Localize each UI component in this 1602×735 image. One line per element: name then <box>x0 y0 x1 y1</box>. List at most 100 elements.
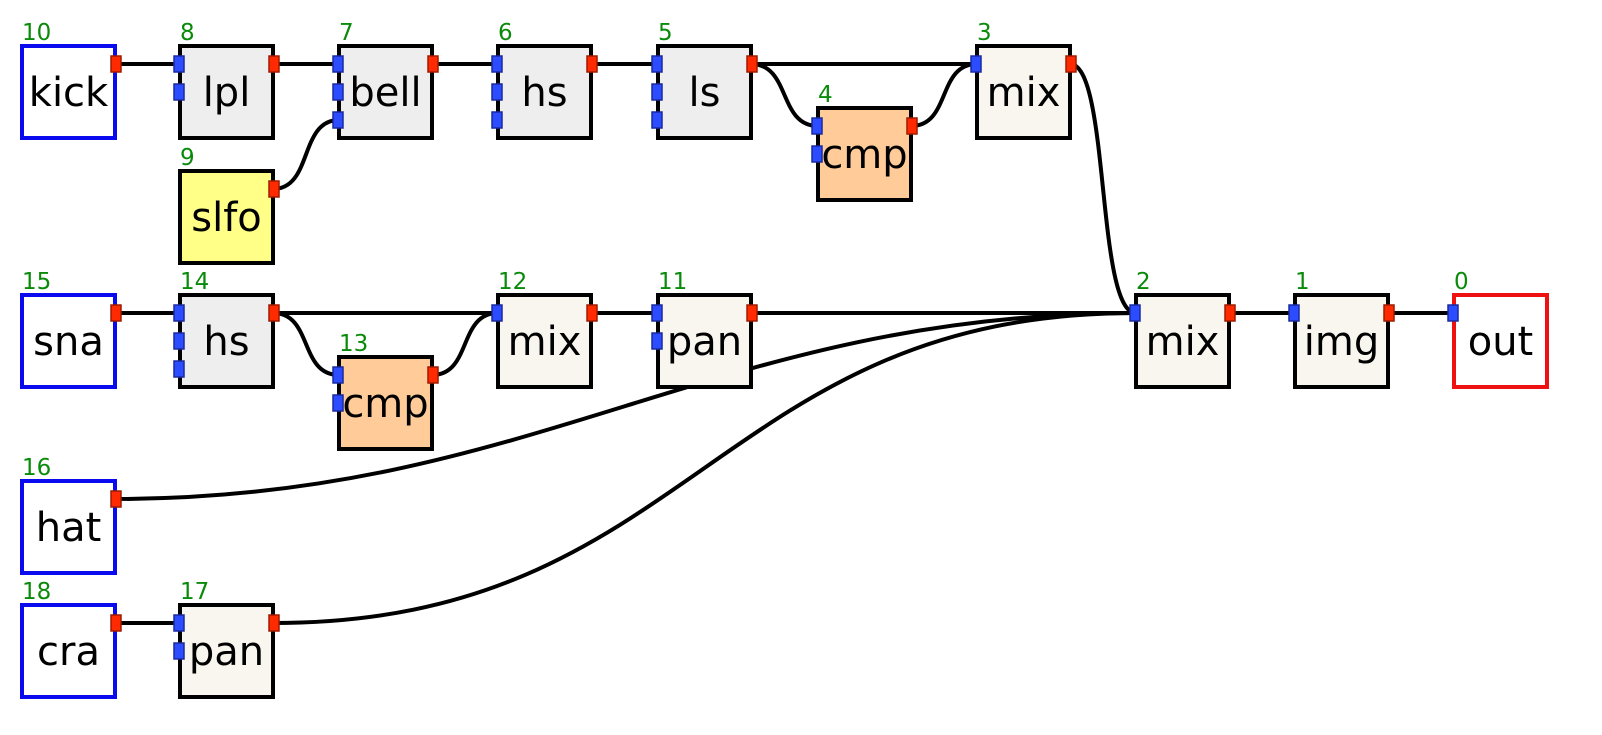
node-id-label: 8 <box>180 20 195 46</box>
output-port[interactable] <box>746 304 758 322</box>
input-port-0[interactable] <box>173 304 185 322</box>
node-box[interactable] <box>20 293 117 389</box>
node-name-label: hs <box>521 70 567 116</box>
node-id-label: 9 <box>180 145 195 171</box>
input-port-2[interactable] <box>332 111 344 129</box>
node-ls-5[interactable]: 5ls <box>651 20 758 140</box>
output-port[interactable] <box>1065 55 1077 73</box>
node-id-label: 1 <box>1295 269 1310 295</box>
input-port-1[interactable] <box>173 642 185 660</box>
output-port[interactable] <box>427 55 439 73</box>
output-port[interactable] <box>268 180 280 198</box>
output-port[interactable] <box>586 304 598 322</box>
input-port-0[interactable] <box>970 55 982 73</box>
node-id-label: 13 <box>339 331 368 357</box>
node-name-label: mix <box>987 70 1061 116</box>
node-box[interactable] <box>816 106 913 202</box>
input-port-0[interactable] <box>173 614 185 632</box>
output-port[interactable] <box>1383 304 1395 322</box>
node-name-label: pan <box>189 629 264 675</box>
node-box[interactable] <box>20 603 117 699</box>
input-port-1[interactable] <box>332 83 344 101</box>
output-port[interactable] <box>110 304 122 322</box>
node-name-label: img <box>1304 319 1379 365</box>
node-lpl-8[interactable]: 8 lpl <box>173 20 280 140</box>
output-port[interactable] <box>1224 304 1236 322</box>
input-port-0[interactable] <box>1129 304 1141 322</box>
wire-n14-to-n13 <box>272 311 340 377</box>
output-port[interactable] <box>110 55 122 73</box>
node-box[interactable] <box>975 44 1072 140</box>
node-box[interactable] <box>1452 293 1549 389</box>
node-id-label: 3 <box>977 20 992 46</box>
input-port-1[interactable] <box>332 394 344 412</box>
input-port-0[interactable] <box>491 55 503 73</box>
node-box[interactable] <box>20 44 117 140</box>
input-port-0[interactable] <box>332 55 344 73</box>
input-port-1[interactable] <box>491 83 503 101</box>
output-port[interactable] <box>746 55 758 73</box>
output-port[interactable] <box>268 614 280 632</box>
output-port[interactable] <box>268 304 280 322</box>
node-name-label: hs <box>203 319 249 365</box>
node-id-label: 10 <box>22 20 51 46</box>
input-port-0[interactable] <box>491 304 503 322</box>
input-port-1[interactable] <box>811 145 823 163</box>
output-port[interactable] <box>110 490 122 508</box>
input-port-0[interactable] <box>332 366 344 384</box>
node-name-label: cmp <box>342 381 428 427</box>
node-box[interactable] <box>656 293 753 389</box>
input-port-2[interactable] <box>173 360 185 378</box>
input-port-1[interactable] <box>651 83 663 101</box>
wire-n13-to-n12 <box>431 311 499 377</box>
node-box[interactable] <box>178 44 275 140</box>
node-box[interactable] <box>496 44 593 140</box>
node-name-label: bell <box>349 70 421 116</box>
input-port-0[interactable] <box>651 304 663 322</box>
node-box[interactable] <box>1134 293 1231 389</box>
node-hs-6[interactable]: 6hs <box>491 20 598 140</box>
output-port[interactable] <box>268 55 280 73</box>
node-box[interactable] <box>178 169 275 265</box>
node-img-1[interactable]: 1 img <box>1288 269 1395 389</box>
input-port-0[interactable] <box>651 55 663 73</box>
output-port[interactable] <box>427 366 439 384</box>
wire-n5-to-n4 <box>750 62 819 128</box>
node-cmp-4[interactable]: 4 cmp <box>811 82 918 202</box>
input-port-1[interactable] <box>173 332 185 350</box>
input-port-0[interactable] <box>173 55 185 73</box>
node-name-label: cmp <box>821 132 907 178</box>
node-box[interactable] <box>20 479 117 575</box>
node-box[interactable] <box>337 355 434 451</box>
output-port[interactable] <box>906 117 918 135</box>
node-name-label: lpl <box>203 70 251 116</box>
input-port-2[interactable] <box>651 111 663 129</box>
input-port-0[interactable] <box>1288 304 1300 322</box>
node-mix-3[interactable]: 3 mix <box>970 20 1077 140</box>
input-port-0[interactable] <box>1447 304 1459 322</box>
node-name-label: ls <box>689 70 721 116</box>
input-port-1[interactable] <box>651 332 663 350</box>
node-id-label: 4 <box>818 82 833 108</box>
output-port[interactable] <box>110 614 122 632</box>
node-box[interactable] <box>1293 293 1390 389</box>
output-port[interactable] <box>586 55 598 73</box>
input-port-2[interactable] <box>491 111 503 129</box>
input-port-1[interactable] <box>173 83 185 101</box>
node-box[interactable] <box>496 293 593 389</box>
input-port-0[interactable] <box>811 117 823 135</box>
node-cmp-13[interactable]: 13 cmp <box>332 331 439 451</box>
